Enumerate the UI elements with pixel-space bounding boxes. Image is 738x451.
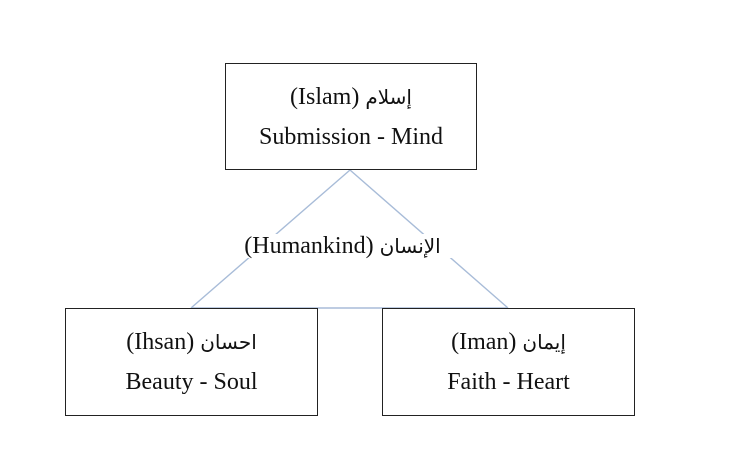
center-label-arabic: الإنسان xyxy=(379,234,441,258)
box-ihsan-arabic: احسان xyxy=(200,330,257,354)
box-islam-title: (Islam) إسلام xyxy=(290,85,412,109)
box-ihsan-title: (Ihsan) احسان xyxy=(126,330,257,354)
box-iman-arabic: إيمان xyxy=(522,330,566,354)
box-ihsan-meaning: Beauty - Soul xyxy=(125,369,258,395)
center-label-transliteration: (Humankind) xyxy=(244,233,374,259)
box-islam-meaning: Submission - Mind xyxy=(258,123,444,150)
box-ihsan: (Ihsan) احسان Beauty - Soul xyxy=(65,308,318,416)
box-islam: (Islam) إسلام Submission - Mind xyxy=(225,63,477,170)
box-iman-title: (Iman) إيمان xyxy=(451,330,566,354)
box-islam-arabic: إسلام xyxy=(365,84,412,109)
box-islam-transliteration: (Islam) xyxy=(290,83,360,110)
box-ihsan-transliteration: (Ihsan) xyxy=(126,329,195,355)
box-iman-transliteration: (Iman) xyxy=(451,329,517,355)
center-label-humankind: (Humankind) الإنسان xyxy=(215,234,470,258)
box-iman: (Iman) إيمان Faith - Heart xyxy=(382,308,635,416)
box-iman-meaning: Faith - Heart xyxy=(447,369,570,395)
